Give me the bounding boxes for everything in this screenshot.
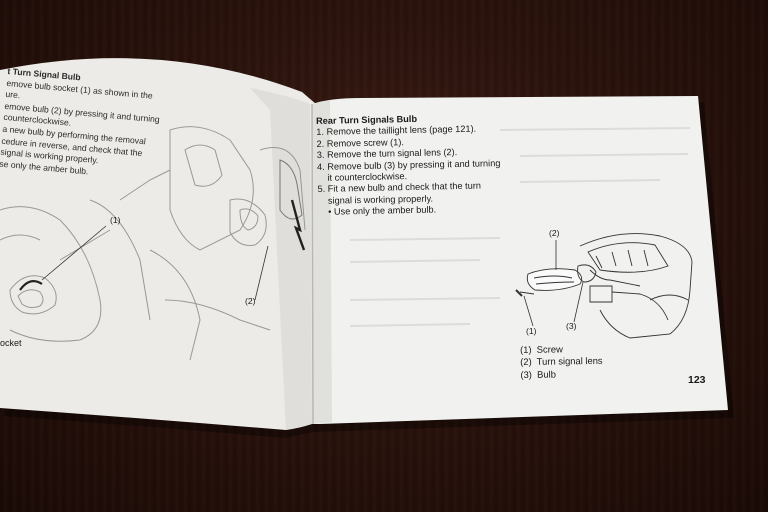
right-page (312, 96, 728, 424)
left-callout-1: (1) (110, 215, 121, 225)
right-caption-list: (1) Screw (2) Turn signal lens (3) Bulb (520, 343, 603, 381)
left-leader-line-2 (254, 245, 269, 301)
right-page-text-block: Rear Turn Signals Bulb 1. Remove the tai… (316, 112, 501, 218)
left-page-text-block: t Turn Signal Bulb emove bulb socket (1)… (0, 66, 163, 184)
caption-item: (1) Screw (520, 343, 563, 355)
caption-item: (2) Turn signal lens (520, 355, 603, 368)
caption-item: (3) Bulb (520, 368, 556, 380)
left-illustration (0, 126, 306, 361)
right-callout-2: (2) (549, 228, 560, 238)
left-caption-fragment: ocket (0, 338, 22, 348)
right-callout-1: (1) (526, 326, 537, 336)
right-illustration (515, 233, 693, 339)
left-arrow (19, 279, 43, 291)
right-leader-line-3 (573, 281, 584, 323)
left-callout-2: (2) (245, 296, 256, 306)
page-number: 123 (688, 374, 706, 386)
right-callout-3: (3) (566, 321, 577, 331)
right-leader-line-1 (523, 295, 534, 327)
left-leader-line-1 (41, 225, 107, 281)
